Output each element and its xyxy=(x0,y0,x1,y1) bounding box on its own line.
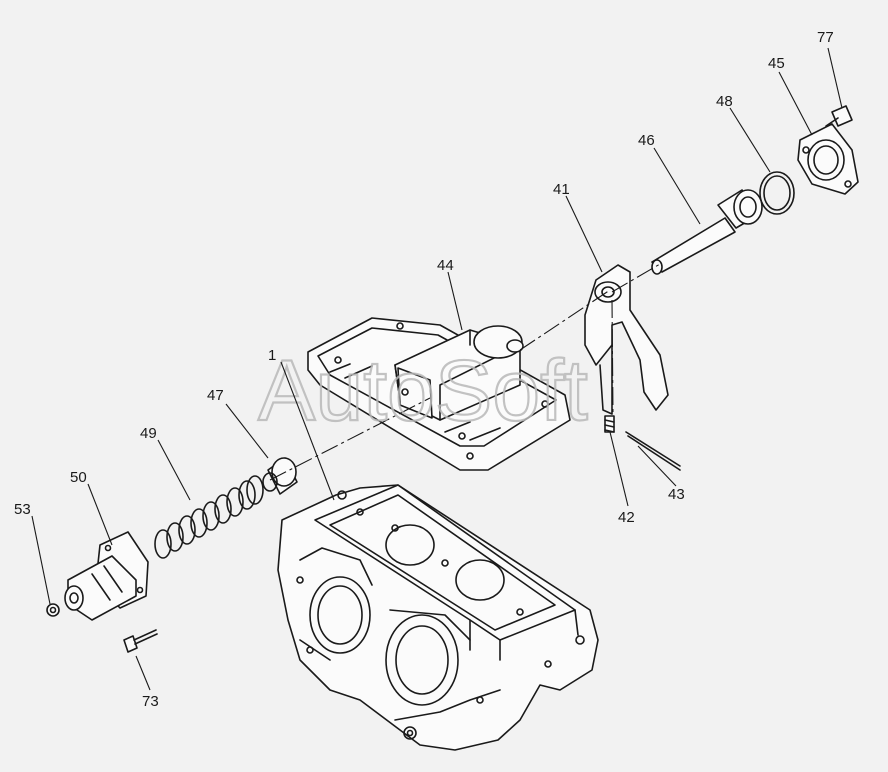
part-screw xyxy=(123,629,158,653)
callout-47: 47 xyxy=(207,387,224,404)
callout-1: 1 xyxy=(268,347,276,364)
callout-73: 73 xyxy=(142,693,159,710)
callout-46: 46 xyxy=(638,132,655,149)
callout-50: 50 xyxy=(70,469,87,486)
callout-48: 48 xyxy=(716,93,733,110)
part-pin xyxy=(625,431,681,471)
part-shift-fork xyxy=(584,264,669,415)
callout-44: 44 xyxy=(437,257,454,274)
part-nut xyxy=(46,603,60,617)
leader-lines xyxy=(31,47,843,691)
part-spring-seat xyxy=(262,457,298,495)
part-shift-cover xyxy=(307,317,571,471)
part-end-cover xyxy=(797,123,859,195)
callout-49: 49 xyxy=(140,425,157,442)
callout-53: 53 xyxy=(14,501,31,518)
callout-43: 43 xyxy=(668,486,685,503)
part-set-screw xyxy=(604,415,615,433)
part-coil-spring xyxy=(154,475,264,559)
part-spring-housing xyxy=(64,531,149,621)
callout-77: 77 xyxy=(817,29,834,46)
callout-41: 41 xyxy=(553,181,570,198)
part-housing xyxy=(277,484,599,751)
part-bolt xyxy=(825,105,853,127)
callout-42: 42 xyxy=(618,509,635,526)
part-o-ring xyxy=(759,171,795,215)
callout-45: 45 xyxy=(768,55,785,72)
part-shaft xyxy=(651,189,763,275)
watermark-text: AutoSoft xyxy=(258,343,588,439)
